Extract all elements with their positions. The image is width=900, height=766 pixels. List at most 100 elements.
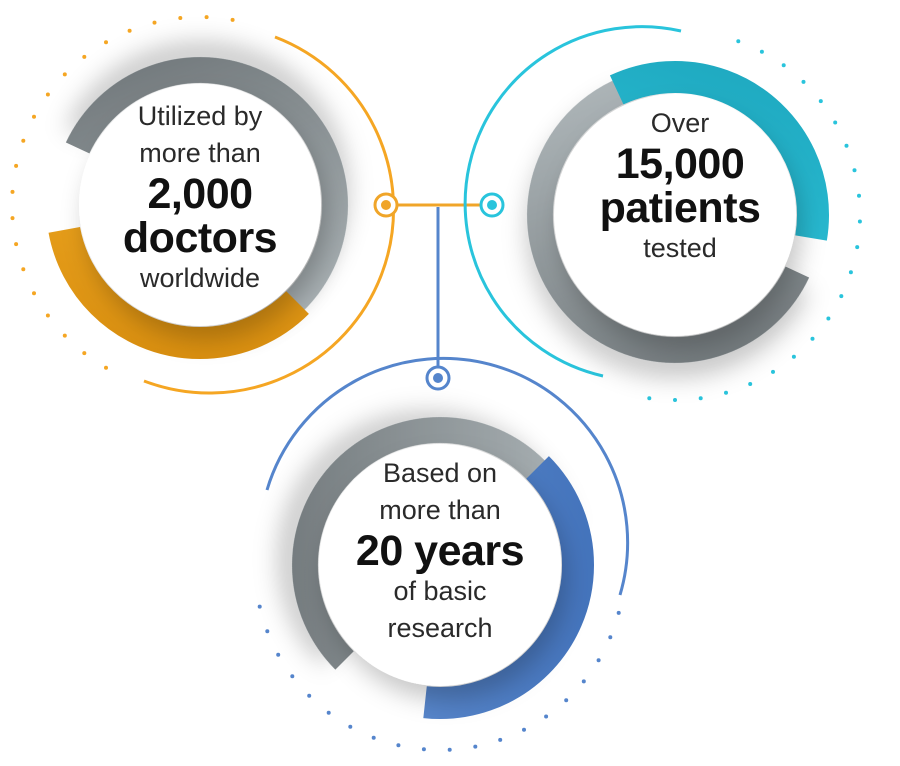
decorative-dot [204, 15, 209, 20]
decorative-dot [104, 40, 108, 45]
decorative-dot [307, 693, 312, 698]
research-dots [257, 604, 621, 752]
decorative-dot [32, 114, 36, 119]
decorative-dot [421, 747, 426, 752]
decorative-dot [736, 39, 741, 44]
decorative-dot [581, 679, 586, 684]
decorative-dot [759, 49, 764, 54]
decorative-dot [152, 20, 157, 25]
decorative-dot [396, 743, 401, 748]
research-number: 20 years [355, 527, 525, 575]
decorative-dot [10, 216, 15, 221]
decorative-dot [10, 189, 15, 194]
patients-number: 15,000 [615, 140, 745, 188]
patients-line2: tested [643, 233, 717, 263]
decorative-dot [82, 351, 87, 356]
research-connector-node [425, 365, 451, 391]
decorative-dot [564, 698, 569, 703]
decorative-dot [522, 727, 526, 732]
doctors-stat: Utilized by more than 2,000 doctors worl… [80, 98, 320, 297]
decorative-dot [791, 354, 796, 359]
decorative-dot [32, 291, 36, 296]
research-circle-group [257, 356, 630, 752]
patients-thin-arc [463, 25, 682, 378]
decorative-dot [230, 17, 235, 22]
decorative-dot [857, 193, 861, 198]
decorative-dot [127, 28, 132, 33]
research-line2: more than [379, 495, 501, 525]
decorative-dot [844, 143, 849, 148]
doctors-line3: worldwide [139, 263, 261, 293]
patients-circle-group [463, 25, 862, 402]
decorative-dot [14, 242, 19, 247]
patients-word: patients [599, 184, 761, 232]
research-line4: research [387, 613, 493, 643]
doctors-dots [10, 15, 235, 370]
decorative-dot [826, 316, 831, 321]
decorative-dot [781, 63, 786, 68]
doctors-orange-ring [45, 50, 354, 359]
doctors-connector-node [373, 192, 399, 218]
decorative-dot [14, 163, 19, 168]
decorative-dot [818, 99, 823, 104]
patients-line1: Over [650, 108, 710, 138]
patients-stat: Over 15,000 patients tested [565, 105, 795, 267]
decorative-dot [326, 710, 331, 715]
decorative-dot [748, 382, 753, 386]
decorative-dot [82, 54, 87, 59]
doctors-word: doctors [122, 214, 278, 262]
decorative-dot [21, 267, 26, 272]
doctors-gray-ring [52, 57, 348, 353]
decorative-dot [647, 396, 652, 401]
decorative-dot [810, 336, 815, 341]
decorative-dot [839, 294, 844, 299]
decorative-dot [62, 333, 67, 338]
decorative-dot [698, 396, 703, 401]
research-blue-ring [286, 411, 594, 719]
doctors-number: 2,000 [147, 170, 253, 218]
decorative-dot [801, 79, 806, 84]
decorative-dot [104, 365, 108, 370]
doctors-circle-group [10, 15, 399, 395]
decorative-dot [265, 629, 270, 634]
connector-lines [386, 203, 492, 378]
research-stat: Based on more than 20 years of basic res… [320, 455, 560, 647]
decorative-dot [473, 744, 478, 749]
decorative-dot [498, 737, 503, 742]
decorative-dot [848, 270, 853, 275]
research-line3: of basic [393, 576, 487, 606]
decorative-dot [855, 245, 860, 250]
decorative-dot [771, 369, 775, 374]
decorative-dot [544, 714, 549, 719]
decorative-dot [371, 735, 376, 740]
doctors-line2: more than [139, 138, 261, 168]
decorative-dot [616, 610, 621, 615]
patients-connector-node [479, 192, 505, 218]
patients-disc [554, 94, 796, 336]
decorative-dot [21, 138, 26, 143]
decorative-dot [447, 747, 452, 752]
doctors-disc [79, 84, 321, 326]
research-thin-arc [265, 356, 630, 596]
patients-dots [647, 39, 862, 402]
doctors-thin-arc [143, 35, 396, 395]
research-disc [319, 444, 561, 686]
decorative-dot [257, 604, 262, 609]
patients-gray-ring [527, 67, 823, 363]
decorative-dot [178, 16, 183, 20]
decorative-dot [852, 168, 857, 173]
decorative-dot [724, 390, 728, 395]
decorative-dot [857, 219, 862, 224]
decorative-dot [833, 120, 838, 125]
decorative-dot [276, 652, 281, 657]
doctors-line1: Utilized by [137, 101, 263, 131]
decorative-dot [348, 724, 353, 729]
decorative-dot [608, 635, 613, 640]
decorative-dot [596, 658, 601, 663]
research-line1: Based on [382, 458, 498, 488]
decorative-dot [45, 313, 50, 318]
decorative-dot [62, 72, 67, 77]
decorative-dot [673, 398, 677, 402]
decorative-dot [45, 92, 50, 97]
